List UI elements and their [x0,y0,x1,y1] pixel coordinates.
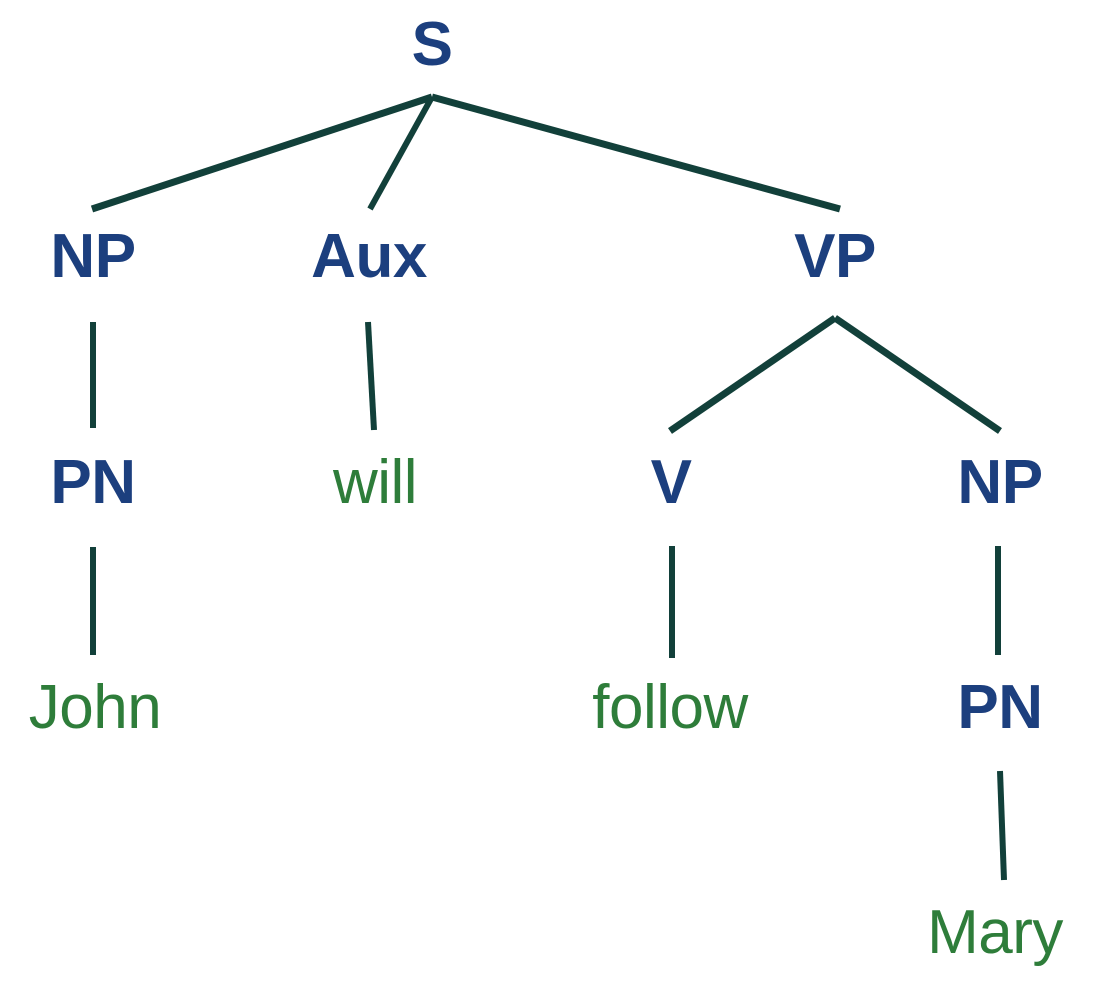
tree-node-s: S [411,10,453,79]
tree-node-pn-object: PN [957,673,1043,742]
edge-s-to-aux [367,95,435,211]
tree-node-np-subject: NP [50,222,136,291]
tree-node-vp: VP [794,222,876,291]
edge-vp-to-v [668,315,837,434]
tree-leaf-follow: follow [592,673,748,742]
tree-leaf-john: John [28,673,162,742]
tree-node-np-object: NP [957,448,1043,517]
edge-pn-to-mary [997,770,1007,881]
tree-leaf-will: will [332,448,418,517]
tree-leaf-mary: Mary [927,898,1063,967]
edge-vp-to-np [833,315,1002,434]
tree-node-v: V [650,448,692,517]
tree-node-pn-subject: PN [50,448,136,517]
edge-s-to-np [90,93,434,213]
edge-s-to-vp [431,93,841,213]
tree-node-aux: Aux [311,222,427,291]
edge-aux-to-will [365,321,377,431]
